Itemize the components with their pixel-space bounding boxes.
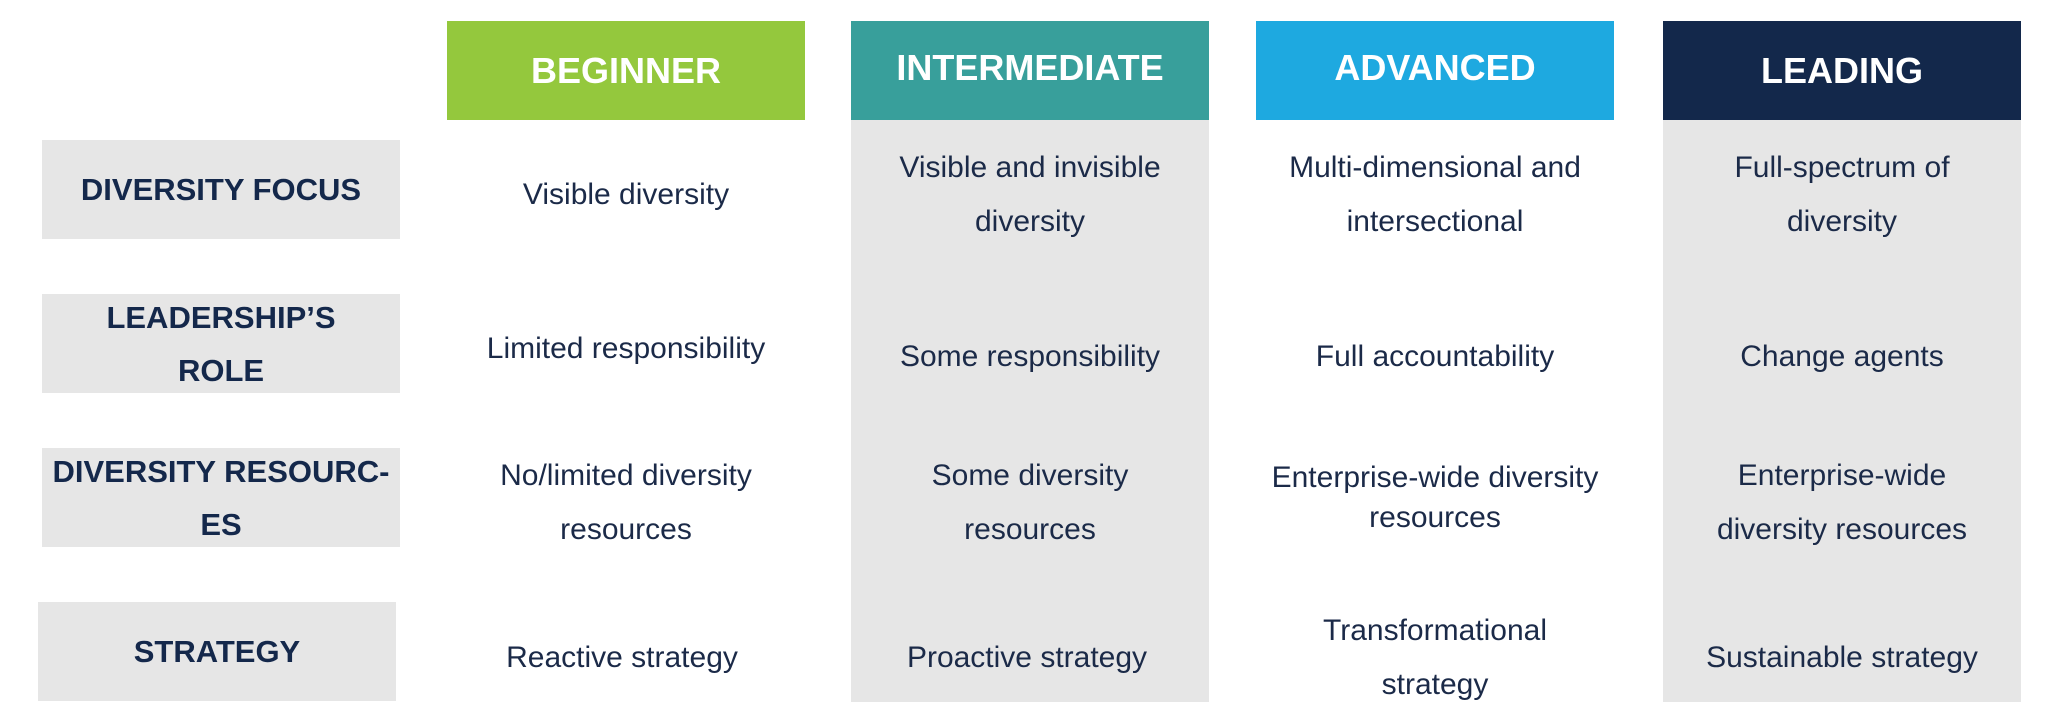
level-header-intermediate: INTERMEDIATE: [851, 21, 1209, 120]
intermediate-column-bg: [851, 120, 1209, 702]
cell-resources-intermediate: Some diversity resources: [931, 459, 1129, 546]
cell-leadership-intermediate: Some responsibility: [899, 340, 1161, 373]
cell-resources-leading: Enterprise-wide diversity resources: [1716, 459, 1968, 546]
row-label-diversity-resources: DIVERSITY RESOURC- ES: [42, 448, 400, 547]
level-header-leading: LEADING: [1663, 21, 2021, 120]
cell-strategy-intermediate: Proactive strategy: [906, 641, 1148, 674]
cell-strategy-advanced: Transformational strategy: [1323, 614, 1547, 701]
cell-focus-beginner: Visible diversity: [522, 178, 730, 211]
cell-focus-intermediate: Visible and invisible diversity: [899, 151, 1161, 238]
level-header-beginner: BEGINNER: [447, 21, 805, 120]
cell-focus-leading: Full-spectrum of diversity: [1734, 151, 1950, 238]
level-header-advanced: ADVANCED: [1256, 21, 1614, 120]
cell-strategy-beginner: Reactive strategy: [506, 641, 738, 674]
cell-leadership-beginner: Limited responsibility: [486, 332, 766, 365]
cell-focus-advanced: Multi-dimensional and intersectional: [1289, 151, 1581, 238]
cell-leadership-leading: Change agents: [1740, 340, 1944, 373]
cell-strategy-leading: Sustainable strategy: [1706, 641, 1978, 674]
cell-resources-advanced: Enterprise-wide diversity resources: [1271, 461, 1599, 534]
row-label-strategy: STRATEGY: [38, 602, 396, 701]
cell-resources-beginner: No/limited diversity resources: [500, 459, 752, 546]
leading-column-bg: [1663, 120, 2021, 702]
cell-leadership-advanced: Full accountability: [1315, 340, 1555, 373]
row-label-leadership-role: LEADERSHIP’S ROLE: [42, 294, 400, 393]
row-label-diversity-focus: DIVERSITY FOCUS: [42, 140, 400, 239]
